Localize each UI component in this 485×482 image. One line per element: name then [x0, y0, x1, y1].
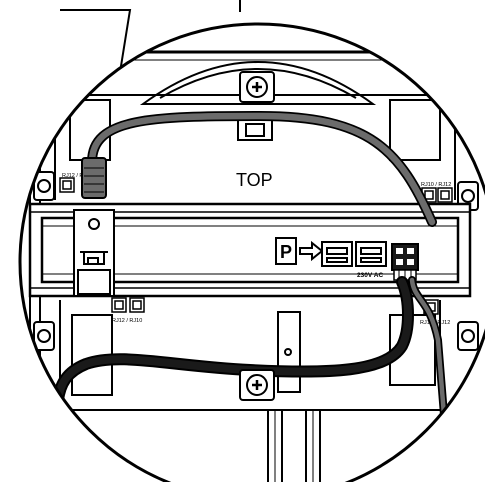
arrow-right-icon: [299, 240, 324, 262]
bottom-screw-icon: [239, 369, 275, 401]
rj-label-bottom-left: RJ12 / RJ10: [112, 318, 142, 324]
magnifier-circle: [18, 22, 485, 482]
lower-conduits: [267, 409, 321, 482]
rj-label-top-left: RJ12 / RJ10: [62, 173, 92, 179]
parking-sign: P: [275, 237, 297, 265]
side-screw-right: [457, 181, 479, 351]
top-mount-arch: [139, 61, 377, 105]
rj-port-bottom-left: [111, 297, 145, 313]
connector-icon: [391, 243, 419, 281]
parking-letter: P: [280, 242, 292, 262]
rj-plug: [81, 157, 107, 199]
top-clip: [237, 117, 273, 141]
top-label: TOP: [236, 170, 273, 190]
rj-label-top-right: RJ10 / RJ12: [421, 182, 451, 188]
rj-port-top-left: [59, 177, 75, 193]
screw-icon: [239, 71, 275, 103]
plug-module: [73, 209, 115, 297]
voltage-label: 230V AC: [357, 272, 383, 279]
side-screw-left: [33, 171, 55, 351]
connector-slots: [321, 241, 387, 267]
